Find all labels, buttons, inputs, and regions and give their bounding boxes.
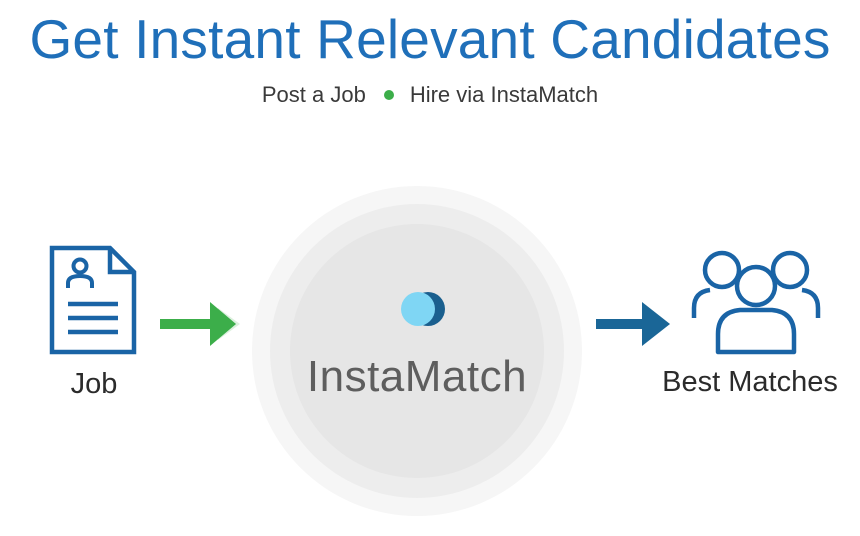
document-icon [49, 245, 137, 355]
subtitle-hire-via-instamatch: Hire via InstaMatch [409, 82, 599, 107]
job-label: Job [70, 368, 118, 400]
group-users-icon [691, 250, 821, 355]
subtitle-post-a-job: Post a Job [261, 82, 366, 107]
engine-core [290, 224, 544, 478]
subtitle: Post a Job Hire via InstaMatch [0, 80, 860, 110]
engine-label: InstaMatch [306, 352, 528, 401]
arrow-right-icon [596, 302, 670, 346]
page-title: Get Instant Relevant Candidates [29, 8, 831, 70]
arrow-right-icon [160, 302, 240, 346]
instamatch-logo-icon [401, 292, 445, 326]
bullet-separator [383, 89, 394, 100]
best-matches-label: Best Matches [662, 366, 838, 398]
